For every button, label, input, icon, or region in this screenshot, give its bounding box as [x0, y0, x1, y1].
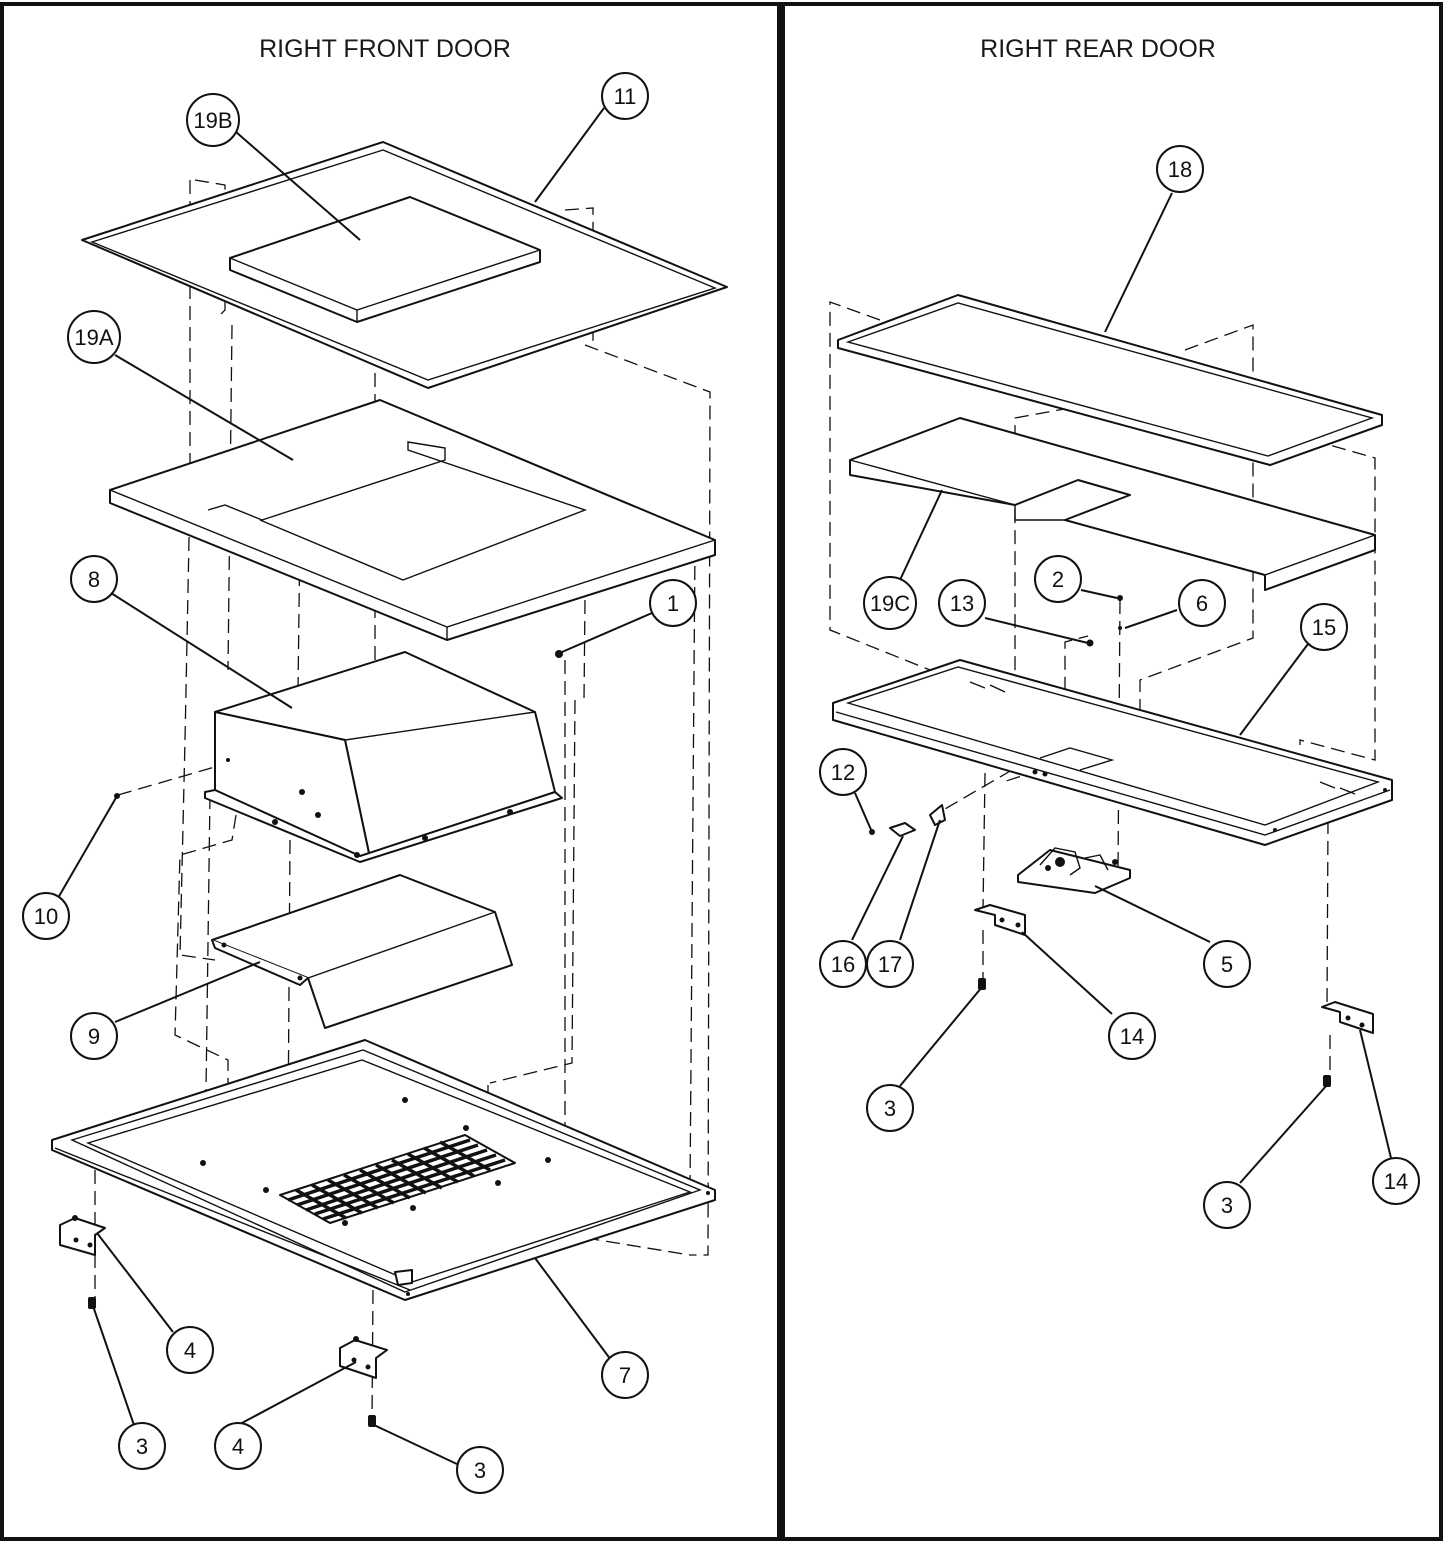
front-panel-title: RIGHT FRONT DOOR [259, 35, 511, 63]
svg-text:3: 3 [136, 1434, 148, 1459]
callout-9: 9 [70, 1012, 118, 1060]
part-19b-insulation-pad [229, 196, 541, 323]
front-door-grille [279, 1134, 516, 1224]
part-15-door-base [832, 659, 1393, 846]
callout-1: 1 [649, 579, 697, 627]
front-callouts: 11 19B 19A 8 1 10 9 4 [22, 72, 697, 1494]
rear-screw-3-left [978, 978, 986, 990]
svg-text:2: 2 [1052, 567, 1064, 592]
callout-6: 6 [1178, 579, 1226, 627]
callout-3-rear-right: 3 [1203, 1181, 1251, 1229]
callout-8: 8 [70, 555, 118, 603]
front-screw-3-left [88, 1297, 96, 1309]
callout-4-left: 4 [166, 1326, 214, 1374]
svg-text:8: 8 [88, 567, 100, 592]
svg-text:9: 9 [88, 1024, 100, 1049]
svg-text:15: 15 [1312, 615, 1336, 640]
front-leader-lines [57, 107, 653, 1466]
rear-panel-border [781, 2, 1443, 1541]
callout-4-right: 4 [214, 1422, 262, 1470]
callout-12: 12 [819, 748, 867, 796]
svg-text:12: 12 [831, 760, 855, 785]
callout-10: 10 [22, 892, 70, 940]
svg-text:3: 3 [1221, 1193, 1233, 1218]
svg-text:17: 17 [878, 952, 902, 977]
svg-text:14: 14 [1384, 1169, 1408, 1194]
callout-3-right: 3 [456, 1446, 504, 1494]
callout-19b: 19B [186, 93, 240, 147]
part-19a-insulation-panel [109, 399, 716, 641]
callout-7: 7 [601, 1351, 649, 1399]
callout-13: 13 [938, 579, 986, 627]
front-door-assembly [51, 107, 728, 1466]
callout-16: 16 [819, 940, 867, 988]
callout-15: 15 [1300, 603, 1348, 651]
rear-leader-lines [851, 192, 1392, 1184]
callout-2: 2 [1034, 555, 1082, 603]
callout-14-left: 14 [1108, 1012, 1156, 1060]
svg-text:7: 7 [619, 1363, 631, 1388]
rear-door-assembly [829, 192, 1393, 1184]
svg-text:4: 4 [232, 1434, 244, 1459]
svg-text:13: 13 [950, 591, 974, 616]
svg-text:6: 6 [1196, 591, 1208, 616]
rear-callouts: 18 19C 13 2 6 15 12 16 [819, 145, 1420, 1229]
part-8-housing [204, 651, 563, 863]
part-17-bracket [929, 804, 946, 826]
callout-14-right: 14 [1372, 1157, 1420, 1205]
front-screw-3-right [368, 1415, 376, 1427]
svg-text:14: 14 [1120, 1024, 1144, 1049]
front-hinge-left [59, 1215, 106, 1256]
svg-text:19C: 19C [870, 591, 910, 616]
svg-text:18: 18 [1168, 157, 1192, 182]
svg-text:19A: 19A [74, 325, 113, 350]
part-19c-insulation [849, 417, 1376, 591]
front-screw-1 [555, 650, 563, 658]
rear-screw-6 [1118, 626, 1122, 630]
callout-18: 18 [1156, 145, 1204, 193]
part-9-cover [211, 874, 513, 1029]
svg-text:11: 11 [614, 84, 637, 109]
svg-text:1: 1 [667, 591, 679, 616]
rear-screw-13 [1086, 639, 1094, 647]
rear-panel-title: RIGHT REAR DOOR [980, 35, 1216, 63]
callout-5: 5 [1203, 940, 1251, 988]
svg-text:4: 4 [184, 1338, 196, 1363]
callout-19c: 19C [863, 576, 917, 630]
svg-text:16: 16 [831, 952, 855, 977]
rear-hinge-right [1321, 1001, 1374, 1034]
front-hinge-right [339, 1336, 388, 1379]
rear-screw-2 [1117, 595, 1123, 601]
callout-3-left: 3 [118, 1422, 166, 1470]
callout-19a: 19A [67, 310, 121, 364]
callout-11: 11 [601, 72, 649, 120]
svg-text:3: 3 [474, 1458, 486, 1483]
svg-text:5: 5 [1221, 952, 1233, 977]
part-16-block [889, 822, 916, 837]
callout-3-rear-left: 3 [866, 1084, 914, 1132]
rear-screw-3-right [1323, 1075, 1331, 1087]
part-5-controller [1017, 847, 1131, 894]
front-panel-border [0, 2, 781, 1541]
part-18-gasket-frame [837, 294, 1383, 466]
svg-text:19B: 19B [193, 108, 232, 133]
svg-text:10: 10 [34, 904, 58, 929]
svg-text:3: 3 [884, 1096, 896, 1121]
callout-17: 17 [866, 940, 914, 988]
